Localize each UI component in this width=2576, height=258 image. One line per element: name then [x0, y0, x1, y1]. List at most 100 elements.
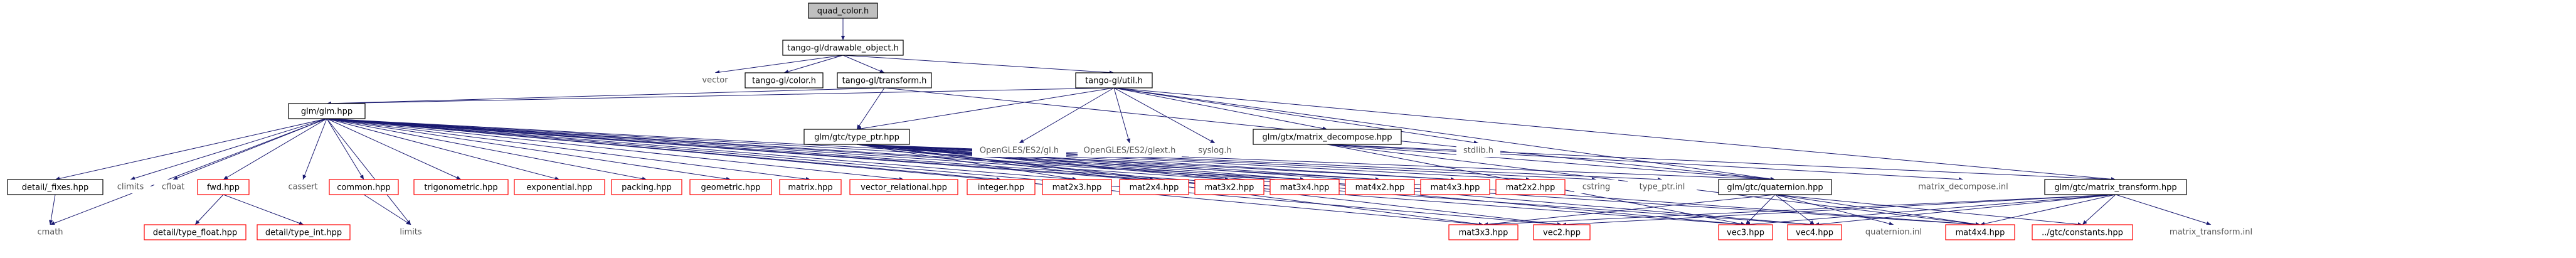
node-label: tango-gl/util.h — [1085, 77, 1143, 86]
node-exponential-hpp[interactable]: exponential.hpp — [514, 179, 605, 195]
edge-matrix-decompose-hpp-to-matrix-decompose-inl — [1327, 144, 1964, 181]
node-cmath: cmath — [31, 225, 69, 239]
node-common-hpp[interactable]: common.hpp — [329, 179, 399, 195]
node-mat3x2-hpp[interactable]: mat3x2.hpp — [1194, 179, 1264, 195]
node-trigonometric-hpp[interactable]: trigonometric.hpp — [413, 179, 509, 195]
node-label: mat3x3.hpp — [1459, 228, 1508, 238]
node-matrix-transform-hpp[interactable]: glm/gtc/matrix_transform.hpp — [2044, 179, 2187, 195]
node-mat2x4-hpp[interactable]: mat2x4.hpp — [1119, 179, 1189, 195]
node-glm-hpp[interactable]: glm/glm.hpp — [288, 103, 366, 119]
edge-type-ptr-hpp-to-mat2x2-hpp — [856, 144, 1531, 181]
node-box — [1533, 224, 1591, 240]
node-label: detail/_fixes.hpp — [22, 183, 89, 193]
node-matrix-decompose-hpp[interactable]: glm/gtx/matrix_decompose.hpp — [1253, 129, 1402, 145]
node-geometric-hpp[interactable]: geometric.hpp — [689, 179, 772, 195]
node-label: mat2x3.hpp — [1052, 183, 1102, 193]
node-label: syslog.h — [1198, 146, 1231, 156]
node-box — [782, 40, 904, 56]
node-packing-hpp[interactable]: packing.hpp — [611, 179, 682, 195]
node-transform-h[interactable]: tango-gl/transform.h — [837, 72, 932, 89]
node-label: tango-gl/drawable_object.h — [787, 44, 899, 53]
node-label: vec3.hpp — [1727, 228, 1764, 238]
edge-util-h-to-syslog-h — [1113, 87, 1216, 144]
node-mat4x4-hpp[interactable]: mat4x4.hpp — [1945, 224, 2015, 240]
node-vec3-hpp[interactable]: vec3.hpp — [1718, 224, 1773, 240]
node-constants-hpp[interactable]: ../gtc/constants.hpp — [2032, 224, 2133, 240]
edge-quaternion-hpp-to-mat3x3-hpp — [1483, 194, 1776, 227]
node-mat4x3-hpp[interactable]: mat4x3.hpp — [1420, 179, 1490, 195]
node-label: vec4.hpp — [1796, 228, 1833, 238]
edge-util-h-to-opengles-glext-h — [1113, 87, 1131, 144]
edge-glm-hpp-to-vector-relational-hpp — [326, 118, 904, 181]
node-type-int-hpp[interactable]: detail/type_int.hpp — [257, 224, 351, 240]
node-matrix-transform-inl: matrix_transform.inl — [2158, 225, 2264, 239]
node-label: limits — [400, 228, 422, 237]
node-box — [1495, 179, 1566, 195]
node-label: detail/type_float.hpp — [153, 228, 238, 238]
node-box — [696, 73, 734, 87]
node-cstring: cstring — [1574, 180, 1618, 193]
node-limits: limits — [392, 225, 430, 239]
edge-matrix-transform-hpp-to-vec3-hpp — [1745, 194, 2116, 227]
node-box — [392, 225, 430, 239]
edge-glm-hpp-to-mat4x3-hpp — [326, 118, 1456, 181]
node-label: glm/glm.hpp — [301, 107, 352, 117]
edge-matrix-decompose-hpp-to-quaternion-hpp — [1327, 144, 1776, 181]
edge-glm-hpp-to-geometric-hpp — [326, 118, 731, 181]
node-box — [288, 103, 366, 119]
edge-quaternion-hpp-to-mat4x4-hpp — [1774, 194, 1981, 227]
edge-glm-hpp-to-climits — [130, 118, 327, 180]
node-label: ../gtc/constants.hpp — [2042, 228, 2123, 238]
node-opengles-gl-h: OpenGLES/ES2/gl.h — [972, 143, 1066, 157]
node-label: matrix_decompose.inl — [1918, 183, 2008, 192]
node-matrix-hpp[interactable]: matrix.hpp — [779, 179, 842, 195]
node-box — [1042, 179, 1112, 195]
node-mat3x4-hpp[interactable]: mat3x4.hpp — [1269, 179, 1340, 195]
node-vector-relational-hpp[interactable]: vector_relational.hpp — [849, 179, 958, 195]
node-box — [2044, 179, 2187, 195]
node-box — [1189, 143, 1241, 157]
node-box — [1718, 224, 1773, 240]
node-label: cmath — [37, 228, 63, 237]
node-label: stdlib.h — [1463, 146, 1493, 156]
edge-type-ptr-hpp-to-mat4x3-hpp — [856, 144, 1456, 181]
node-mat3x3-hpp[interactable]: mat3x3.hpp — [1448, 224, 1519, 240]
node-matrix-decompose-inl: matrix_decompose.inl — [1910, 180, 2017, 193]
node-label: mat3x2.hpp — [1205, 183, 1254, 193]
edge-matrix-transform-hpp-to-constants-hpp — [2082, 194, 2116, 225]
node-label: vector_relational.hpp — [861, 183, 947, 193]
node-mat2x3-hpp[interactable]: mat2x3.hpp — [1042, 179, 1112, 195]
node-fixes-hpp[interactable]: detail/_fixes.hpp — [7, 179, 103, 195]
node-label: cassert — [288, 183, 317, 192]
edge-util-h-to-type-ptr-hpp — [856, 87, 1115, 131]
node-box — [1718, 179, 1832, 195]
node-color-h[interactable]: tango-gl/color.h — [745, 72, 824, 89]
node-mat4x2-hpp[interactable]: mat4x2.hpp — [1345, 179, 1415, 195]
node-box — [779, 179, 842, 195]
node-util-h[interactable]: tango-gl/util.h — [1075, 72, 1153, 89]
node-box — [2032, 224, 2133, 240]
node-vec4-hpp[interactable]: vec4.hpp — [1787, 224, 1842, 240]
node-drawable-object-h[interactable]: tango-gl/drawable_object.h — [782, 40, 904, 56]
node-mat2x2-hpp[interactable]: mat2x2.hpp — [1495, 179, 1566, 195]
node-box — [413, 179, 509, 195]
edge-type-ptr-hpp-to-mat4x4-hpp — [856, 144, 1981, 227]
node-quaternion-hpp[interactable]: glm/gtc/quaternion.hpp — [1718, 179, 1832, 195]
node-box — [2158, 225, 2264, 239]
node-vec2-hpp[interactable]: vec2.hpp — [1533, 224, 1591, 240]
node-box — [611, 179, 682, 195]
node-fwd-hpp[interactable]: fwd.hpp — [197, 179, 250, 195]
node-integer-hpp[interactable]: integer.hpp — [967, 179, 1036, 195]
node-box — [972, 143, 1066, 157]
node-box — [1194, 179, 1264, 195]
node-label: glm/gtx/matrix_decompose.hpp — [1262, 133, 1392, 142]
node-type-ptr-hpp[interactable]: glm/gtc/type_ptr.hpp — [803, 129, 910, 145]
edge-glm-hpp-to-mat3x3-hpp — [326, 118, 1484, 227]
node-box — [7, 179, 103, 195]
node-type-float-hpp[interactable]: detail/type_float.hpp — [144, 224, 246, 240]
node-label: trigonometric.hpp — [424, 183, 497, 193]
edge-matrix-transform-hpp-to-vec2-hpp — [1561, 194, 2116, 227]
node-quad-color-h[interactable]: quad_color.h — [808, 3, 878, 19]
node-label: cstring — [1582, 183, 1610, 192]
node-label: OpenGLES/ES2/glext.h — [1084, 146, 1176, 156]
